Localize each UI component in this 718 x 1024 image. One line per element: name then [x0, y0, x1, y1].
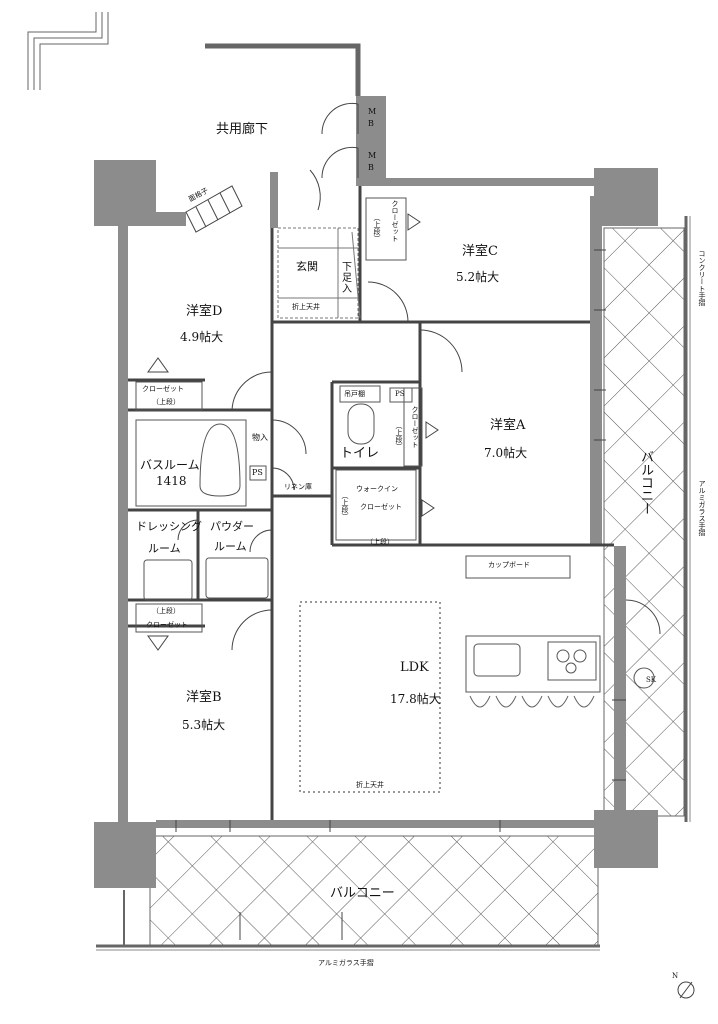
room-c-label: 洋室C [462, 244, 498, 259]
window-lattice [185, 185, 243, 233]
closet-d-upper-label: （上段） [152, 398, 180, 406]
room-c-area: 5.2帖大 [456, 270, 500, 284]
entrance-label: 玄関 [296, 260, 318, 273]
wic-upper-label-1: （上段） [341, 492, 349, 520]
entrance-ceiling-label: 折上天井 [292, 303, 320, 311]
closet-arrows [147, 213, 439, 651]
balcony-right-label: バルコニー [638, 450, 653, 515]
cupboard-label: カップボード [488, 561, 530, 569]
hanging-shelf-label: 吊戸棚 [344, 390, 365, 398]
entrance-area [277, 227, 361, 319]
north-label: N [672, 972, 679, 980]
stair-outline [27, 12, 109, 90]
bath-size-label: 1418 [156, 474, 187, 488]
room-b-area: 5.3帖大 [182, 718, 226, 732]
alu-rail-bottom-label: アルミガラス手摺 [318, 959, 374, 967]
ps-label-1: PS [395, 390, 405, 398]
room-a-label: 洋室A [490, 418, 526, 433]
ldk-area: 17.8帖大 [390, 692, 441, 706]
bathroom-label: バスルーム [140, 458, 200, 472]
ldk-ceiling-label: 折上天井 [356, 781, 384, 789]
window-marks [175, 249, 626, 940]
north-marker [677, 981, 695, 999]
closet-a-upper-label: （上段） [395, 422, 403, 450]
closet-c-upper-label: （上段） [373, 214, 381, 242]
room-d-area: 4.9帖大 [180, 330, 224, 344]
exterior-walls [94, 96, 658, 888]
common-corridor-label: 共用廊下 [216, 122, 269, 137]
shoe-cabinet-label: 下 足 入 [342, 262, 352, 295]
storage-label: 物入 [252, 433, 268, 442]
powder-room-label-1: パウダー [210, 520, 254, 533]
ldk-label: LDK [400, 660, 429, 675]
linen-label: リネン庫 [284, 483, 312, 491]
closet-c-label: クローゼット [391, 200, 399, 242]
wic-label-1: ウォークイン [356, 485, 398, 493]
concrete-rail-label: コンクリート手摺 [698, 250, 706, 306]
closet-b-upper-label: （上段） [152, 607, 180, 615]
ps-label-2: PS [252, 468, 263, 477]
door-swings [177, 102, 661, 651]
corridor-wall [205, 43, 361, 96]
closet-d-label: クローゼット [142, 385, 184, 393]
room-d-label: 洋室D [186, 304, 223, 319]
dressing-room-label-1: ドレッシング [136, 520, 202, 533]
room-b-label: 洋室B [186, 690, 222, 705]
mb-label-2: M B [368, 151, 377, 172]
room-a-area: 7.0帖大 [484, 446, 528, 460]
ldk-ceiling-outline [299, 601, 441, 793]
toilet-label: トイレ [340, 446, 380, 461]
closet-b-label: クローゼット [146, 621, 188, 629]
fixtures [135, 197, 655, 693]
dressing-room-label-2: ルーム [148, 542, 181, 555]
powder-room-label-2: ルーム [214, 540, 247, 553]
kitchen-cabinet-doors [469, 695, 595, 708]
sk-label: SK [646, 676, 657, 684]
mb-label-1: M B [368, 107, 377, 128]
balcony-bottom-area [149, 835, 599, 947]
closet-a-label: クローゼット [411, 406, 419, 448]
balcony-bottom-label: バルコニー [330, 886, 395, 901]
wic-upper-label-2: （上段） [366, 538, 394, 546]
wic-label-2: クローゼット [360, 503, 402, 511]
alu-rail-right-label: アルミガラス手摺 [698, 480, 706, 536]
